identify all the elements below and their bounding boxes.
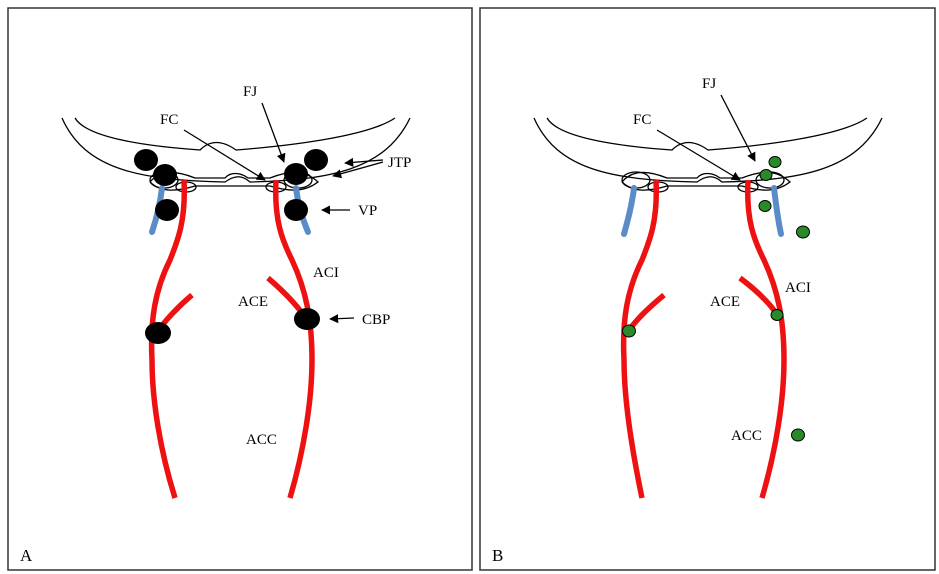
label-fc-a: FC (160, 112, 178, 128)
label-cbp-a: CBP (362, 312, 390, 328)
label-fj-a: FJ (243, 84, 257, 100)
skull-base-outline-b (534, 118, 882, 190)
label-ace-b: ACE (710, 294, 740, 310)
panel-a: FJ FC JTP VP ACI ACE CBP ACC A (20, 84, 411, 565)
node-b-6 (771, 310, 783, 321)
node-cbp-right (294, 308, 320, 330)
arrow-jtp-a-2 (333, 162, 383, 176)
jugular-vein-right-b (774, 188, 781, 234)
label-aci-b: ACI (785, 280, 811, 296)
node-jtp-right-1 (284, 163, 308, 185)
panel-b-letter: B (492, 546, 503, 565)
panel-a-letter: A (20, 546, 33, 565)
panel-b-frame (480, 8, 935, 570)
node-b-4 (797, 226, 810, 238)
label-ace-a: ACE (238, 294, 268, 310)
node-jtp-left-2 (153, 164, 177, 186)
arrow-fj-b (721, 95, 755, 161)
node-jtp-right-2 (304, 149, 328, 171)
node-b-1 (769, 157, 781, 168)
node-b-3 (759, 201, 771, 212)
node-vp-right (284, 199, 308, 221)
label-acc-b: ACC (731, 428, 762, 444)
node-vp-left (155, 199, 179, 221)
node-b-2 (760, 170, 772, 181)
label-fc-b: FC (633, 112, 651, 128)
node-cbp-left (145, 322, 171, 344)
label-jtp-a: JTP (388, 155, 411, 171)
label-acc-a: ACC (246, 432, 277, 448)
node-b-5 (623, 325, 636, 337)
jugular-foramen-left-b (622, 172, 650, 188)
node-jtp-left-1 (134, 149, 158, 171)
label-aci-a: ACI (313, 265, 339, 281)
arrow-fc-b (657, 130, 740, 180)
node-b-7 (792, 429, 805, 441)
arrow-fc-a (184, 130, 265, 180)
skull-base-outline (62, 118, 410, 190)
jugular-vein-left-b (624, 188, 634, 234)
label-vp-a: VP (358, 203, 377, 219)
panel-b: FJ FC ACI ACE ACC B (492, 76, 882, 565)
arrow-fj-a (262, 103, 284, 162)
arrow-jtp-a-1 (345, 160, 383, 163)
label-fj-b: FJ (702, 76, 716, 92)
panel-a-frame (8, 8, 472, 570)
arrow-cbp-a (330, 318, 354, 319)
